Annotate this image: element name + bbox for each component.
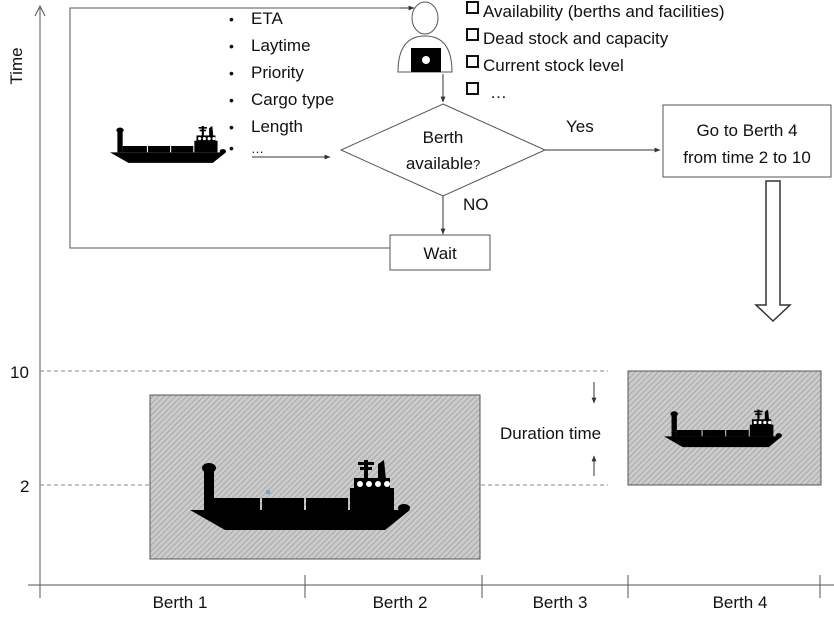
berth-1-2-occupancy-box (149, 394, 481, 560)
checkbox-icon (466, 1, 479, 14)
svg-text:•: • (229, 119, 234, 135)
y-tick-2: 2 (20, 477, 29, 496)
decision-question-mark: ? (473, 157, 480, 172)
attribute-eta: ETA (251, 9, 283, 28)
checklist-item: … (490, 83, 507, 102)
decision-diamond (339, 103, 547, 197)
checklist-item: Current stock level (483, 56, 624, 75)
wait-box (389, 234, 491, 271)
checklist-item: Dead stock and capacity (483, 29, 669, 48)
no-label: NO (463, 195, 489, 214)
y-axis-label: Time (7, 47, 26, 84)
attribute-laytime: Laytime (251, 36, 311, 55)
checklist: Availability (berths and facilities) Dea… (466, 1, 725, 102)
attribute-more: … (251, 141, 264, 156)
berth-4-occupancy-box (627, 370, 822, 486)
x-label-berth-3: Berth 3 (533, 593, 588, 612)
checkbox-icon (466, 82, 479, 95)
decision-line-2: available? (406, 154, 480, 173)
down-block-arrow-icon (754, 180, 792, 323)
result-line-2: from time 2 to 10 (683, 148, 811, 167)
checkbox-icon (466, 28, 479, 41)
checklist-item: Availability (berths and facilities) (483, 2, 725, 21)
operator-icon (397, 1, 453, 73)
result-box (662, 104, 832, 178)
yes-label: Yes (566, 117, 594, 136)
duration-label: Duration time (500, 424, 601, 443)
small-marker (266, 490, 270, 494)
y-axis-arrow-icon (34, 4, 46, 17)
x-label-berth-4: Berth 4 (713, 593, 768, 612)
wait-label: Wait (423, 244, 457, 263)
y-tick-10: 10 (10, 363, 29, 382)
result-line-1: Go to Berth 4 (696, 121, 797, 140)
ship-attribute-list: • ETA • Laytime • Priority • Cargo type … (229, 9, 334, 156)
attribute-length: Length (251, 117, 303, 136)
svg-text:•: • (229, 140, 234, 156)
svg-text:•: • (229, 11, 234, 27)
wait-loop-line (69, 7, 410, 249)
x-label-berth-2: Berth 2 (373, 593, 428, 612)
decision-line-1: Berth (423, 128, 464, 147)
svg-text:•: • (229, 65, 234, 81)
incoming-ship-icon (110, 125, 226, 163)
decision-text: available (406, 154, 473, 173)
attribute-priority: Priority (251, 63, 304, 82)
svg-text:•: • (229, 38, 234, 54)
x-label-berth-1: Berth 1 (153, 593, 208, 612)
checkbox-icon (466, 55, 479, 68)
svg-text:•: • (229, 92, 234, 108)
attribute-cargo-type: Cargo type (251, 90, 334, 109)
